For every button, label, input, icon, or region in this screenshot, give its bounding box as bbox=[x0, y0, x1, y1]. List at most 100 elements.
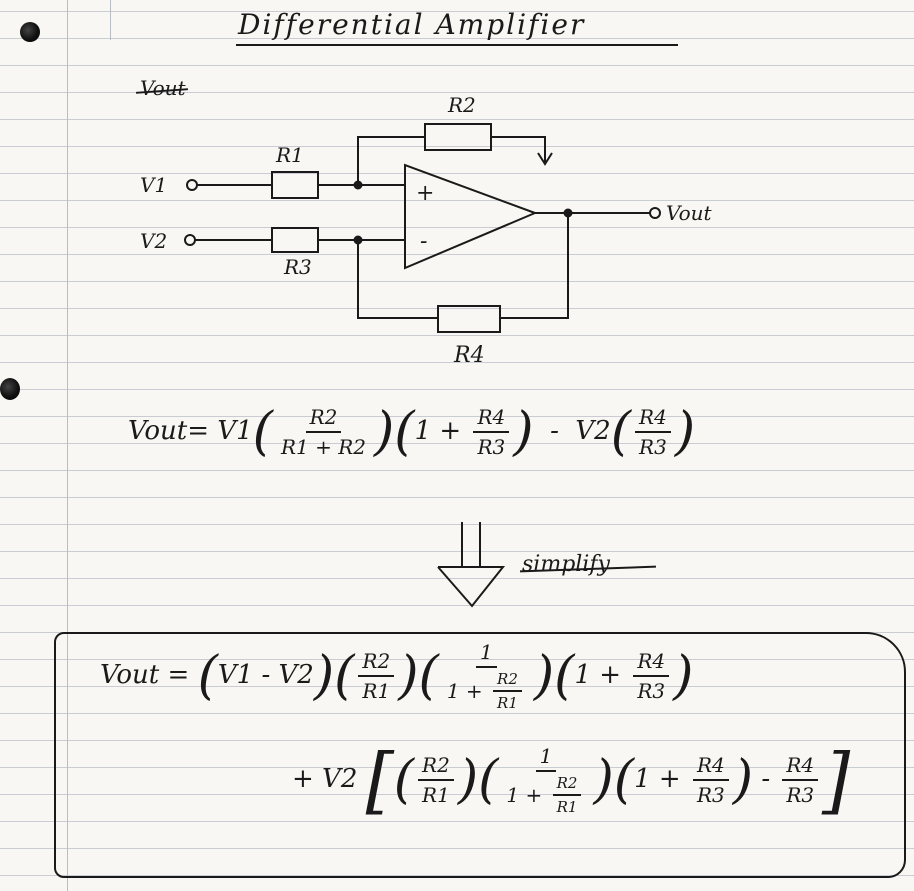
bracket: [ bbox=[365, 738, 394, 822]
paren: ( bbox=[554, 646, 575, 706]
one: 1 bbox=[414, 416, 432, 446]
paren: ) bbox=[398, 646, 419, 706]
bracket: ] bbox=[822, 738, 851, 822]
paren: ( bbox=[610, 402, 632, 462]
page-title: Differential Amplifier bbox=[238, 8, 586, 41]
eq2-diff: V1 - V2 bbox=[217, 660, 314, 690]
paren: ( bbox=[334, 646, 355, 706]
margin-line bbox=[67, 0, 68, 891]
resistor-r3-label: R3 bbox=[283, 255, 312, 279]
denominator: R3 bbox=[637, 679, 666, 703]
resistor-r4 bbox=[437, 305, 501, 333]
one: 1 bbox=[574, 660, 592, 690]
resistor-r2-label: R2 bbox=[447, 93, 476, 117]
paren: ) bbox=[373, 402, 395, 462]
numerator: 1 bbox=[535, 744, 557, 772]
paren: ( bbox=[478, 750, 499, 810]
op-amp bbox=[404, 163, 538, 270]
denominator: R3 bbox=[786, 783, 815, 807]
paren: ( bbox=[393, 750, 415, 810]
numerator: R4 bbox=[692, 753, 729, 781]
numerator: R2 bbox=[358, 649, 395, 677]
title-underline bbox=[236, 44, 678, 46]
numerator: R4 bbox=[633, 649, 670, 677]
plus: + bbox=[465, 679, 483, 703]
numerator: R2 bbox=[552, 774, 582, 796]
simplify-note: simplify bbox=[522, 552, 610, 577]
output-terminal bbox=[649, 207, 661, 219]
resistor-r4-label: R4 bbox=[453, 343, 485, 368]
denominator: R1 bbox=[422, 783, 450, 807]
eq2-equals: = bbox=[167, 660, 190, 690]
one: 1 bbox=[506, 783, 520, 807]
eq1-lhs: Vout bbox=[128, 416, 188, 446]
struck-out-note: Vout bbox=[140, 76, 186, 100]
denominator: R3 bbox=[477, 435, 506, 459]
implies-arrow bbox=[437, 566, 506, 608]
wire bbox=[500, 213, 569, 319]
junction-node bbox=[563, 208, 573, 218]
plus: + bbox=[525, 783, 543, 807]
numerator: 1 bbox=[475, 640, 497, 668]
numerator: R2 bbox=[418, 753, 454, 781]
resistor-r1-label: R1 bbox=[275, 143, 304, 167]
one: 1 bbox=[446, 679, 460, 703]
wire bbox=[357, 136, 425, 185]
denominator: R1 bbox=[556, 798, 578, 816]
paren: ) bbox=[674, 402, 696, 462]
denominator: R1 bbox=[362, 679, 391, 703]
numerator: R4 bbox=[473, 405, 510, 433]
numerator: R4 bbox=[635, 405, 671, 433]
top-margin-mark bbox=[110, 0, 111, 40]
output-label: Vout bbox=[666, 201, 713, 225]
minus: - bbox=[550, 416, 559, 446]
plus: + bbox=[599, 660, 622, 690]
denominator: R1 bbox=[497, 694, 518, 712]
paren: ( bbox=[252, 402, 273, 462]
eq2-plus-v2: + V2 bbox=[292, 764, 358, 794]
paren: ) bbox=[513, 402, 534, 462]
input-v2-terminal bbox=[184, 234, 196, 246]
eq1-v2: V2 bbox=[575, 416, 611, 446]
input-v1-terminal bbox=[186, 179, 198, 191]
resistor-r3 bbox=[271, 227, 319, 253]
paren: ) bbox=[732, 750, 754, 810]
eq1-v1: V1 bbox=[217, 416, 253, 446]
one: 1 bbox=[634, 764, 651, 794]
result-box bbox=[54, 632, 906, 878]
paren: ( bbox=[418, 646, 439, 706]
input-v1-label: V1 bbox=[140, 173, 167, 197]
denominator: R3 bbox=[696, 783, 725, 807]
minus: - bbox=[761, 764, 771, 794]
resistor-r2 bbox=[424, 123, 492, 151]
paren: ) bbox=[533, 646, 555, 706]
resistor-r1 bbox=[271, 171, 319, 199]
op-amp-plus: + bbox=[416, 181, 434, 206]
paren: ( bbox=[197, 646, 218, 706]
punch-hole-middle bbox=[0, 378, 20, 400]
paren: ) bbox=[313, 646, 335, 706]
plus: + bbox=[439, 416, 462, 446]
numerator: R4 bbox=[782, 753, 819, 781]
paren: ( bbox=[394, 402, 415, 462]
eq1-equals: = bbox=[187, 416, 210, 446]
punch-hole-top bbox=[20, 22, 40, 42]
paren: ) bbox=[593, 750, 614, 810]
ground-arrow bbox=[537, 152, 553, 166]
wire bbox=[491, 136, 546, 162]
